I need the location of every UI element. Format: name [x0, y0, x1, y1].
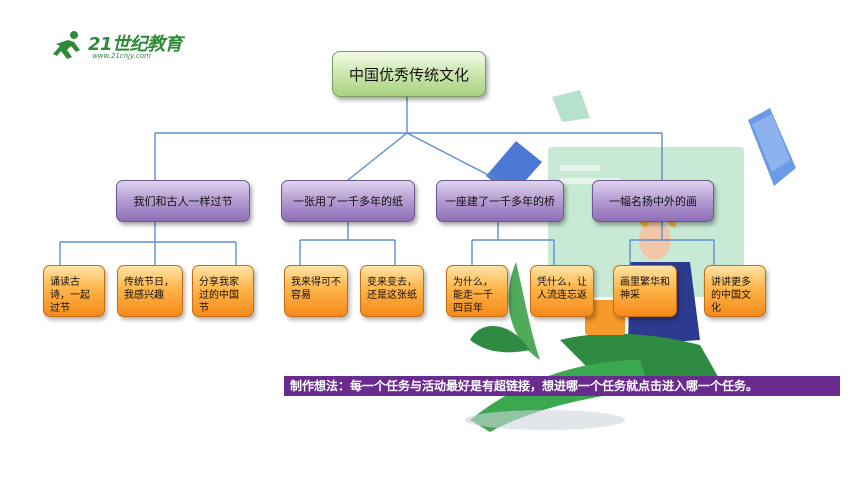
leaf-label: 分享我家过的中国节 — [199, 277, 239, 314]
leaf-label: 传统节日，我感兴趣 — [124, 277, 174, 301]
runner-logo-icon — [53, 31, 80, 59]
branch-node-2[interactable]: 一张用了一千多年的纸 — [281, 180, 415, 222]
logo: 21世纪教育 www.21cnjy.com — [52, 28, 192, 62]
branch-label: 一座建了一千多年的桥 — [445, 195, 555, 208]
leaf-label: 我来得可不容易 — [291, 277, 341, 301]
plant-decoration — [508, 262, 540, 360]
paper-green-decoration — [552, 90, 590, 122]
logo-brand: 21世纪教育 — [88, 34, 183, 55]
leaf-node[interactable]: 传统节日，我感兴趣 — [117, 265, 183, 317]
leaf-label: 变来变去，还是这张纸 — [367, 277, 417, 301]
branch-label: 一幅名扬中外的画 — [609, 195, 697, 208]
leaf-label: 凭什么，让人流连忘返 — [537, 277, 587, 301]
root-label: 中国优秀传统文化 — [348, 65, 469, 84]
leaf-node[interactable]: 变来变去，还是这张纸 — [360, 265, 424, 317]
design-note-caption: 制作想法：每一个任务与活动最好是有超链接，想进哪一个任务就点击进入哪一个任务。 — [284, 376, 840, 396]
branch-label: 一张用了一千多年的纸 — [293, 195, 403, 208]
branch-node-4[interactable]: 一幅名扬中外的画 — [592, 180, 714, 222]
leaf-label: 讲讲更多的中国文化 — [711, 277, 751, 314]
root-node[interactable]: 中国优秀传统文化 — [332, 51, 486, 97]
leaf-node[interactable]: 诵读古诗，一起过节 — [43, 265, 105, 317]
leaf-node[interactable]: 讲讲更多的中国文化 — [704, 265, 766, 317]
leaf-label: 画里繁华和神采 — [620, 277, 670, 301]
leaf-label: 诵读古诗，一起过节 — [50, 277, 90, 314]
leaf-label: 为什么，能走一千四百年 — [453, 277, 493, 314]
logo-url: www.21cnjy.com — [92, 52, 151, 60]
leaf-node[interactable]: 画里繁华和神采 — [613, 265, 677, 317]
branch-node-1[interactable]: 我们和古人一样过节 — [116, 180, 250, 222]
leaf-node[interactable]: 为什么，能走一千四百年 — [446, 265, 508, 317]
leaf-node[interactable]: 凭什么，让人流连忘返 — [530, 265, 594, 317]
leaf-node[interactable]: 分享我家过的中国节 — [192, 265, 254, 317]
branch-label: 我们和古人一样过节 — [133, 195, 233, 208]
branch-node-3[interactable]: 一座建了一千多年的桥 — [436, 180, 564, 222]
leaf-node[interactable]: 我来得可不容易 — [284, 265, 348, 317]
